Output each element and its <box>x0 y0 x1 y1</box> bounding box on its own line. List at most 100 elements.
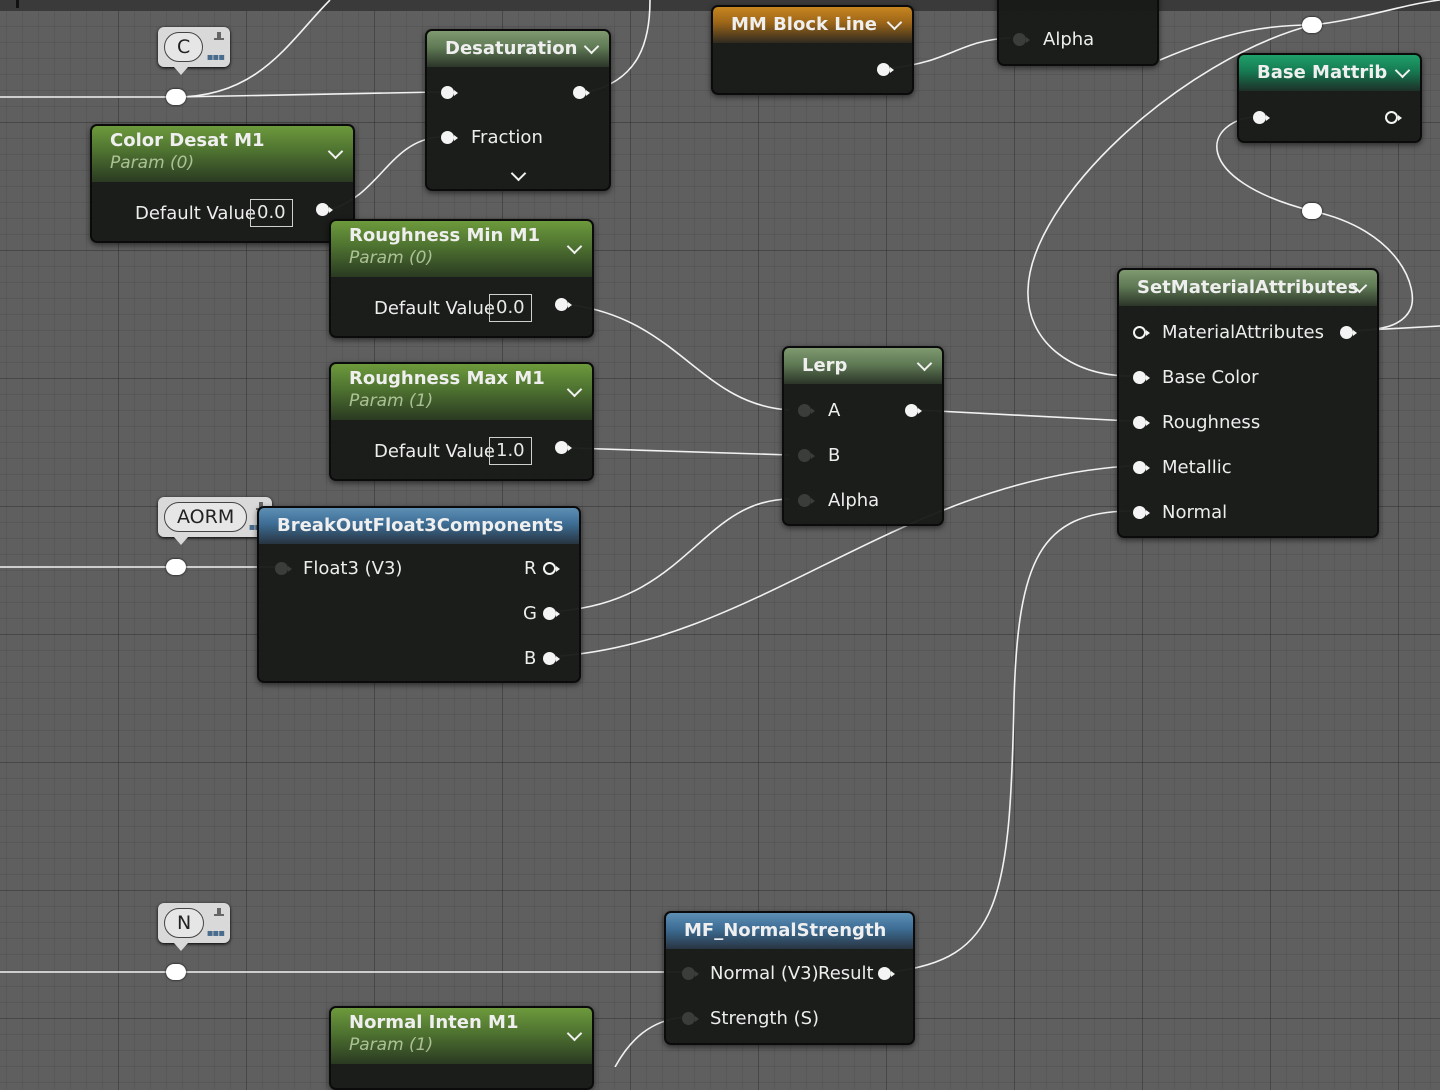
output-pin[interactable] <box>555 298 572 312</box>
alpha-pin[interactable] <box>1013 33 1030 47</box>
material-attributes-out-pin[interactable] <box>1340 326 1357 340</box>
material-attributes-in-pin[interactable] <box>1133 326 1150 340</box>
collapse-chevron-icon[interactable] <box>886 14 903 31</box>
node-color-desat-m1[interactable]: Color Desat M1 Param (0) Default Value 0… <box>90 124 355 243</box>
collapse-chevron-icon[interactable] <box>1394 62 1411 79</box>
pin-label-roughness: Roughness <box>1162 412 1261 433</box>
wire-c-desat <box>175 91 441 98</box>
node-header[interactable]: Lerp <box>784 348 942 384</box>
node-header[interactable]: SetMaterialAttributes <box>1119 270 1377 306</box>
node-roughness-min-m1[interactable]: Roughness Min M1 Param (0) Default Value… <box>329 219 594 338</box>
normal-pin[interactable] <box>1133 506 1150 520</box>
pin-label-alpha: Alpha <box>1043 29 1095 50</box>
pin-label-material-attributes: MaterialAttributes <box>1162 322 1324 343</box>
node-header[interactable]: MM Block Line <box>713 7 912 43</box>
node-header[interactable]: BreakOutFloat3Components <box>259 508 579 544</box>
reroute-knot-aorm[interactable] <box>166 559 186 575</box>
pin-label-metallic: Metallic <box>1162 457 1232 478</box>
output-pin[interactable] <box>877 63 894 77</box>
node-lerp[interactable]: Lerp A B Alpha <box>782 346 944 526</box>
node-base-mattrib[interactable]: Base Mattrib <box>1237 53 1422 143</box>
node-roughness-max-m1[interactable]: Roughness Max M1 Param (1) Default Value… <box>329 362 594 481</box>
node-title: Color Desat M1 <box>110 130 265 151</box>
node-desaturation[interactable]: Desaturation Fraction <box>425 29 611 191</box>
base-color-pin[interactable] <box>1133 371 1150 385</box>
input-pin[interactable] <box>1253 111 1270 125</box>
output-pin[interactable] <box>905 404 922 418</box>
pin-label-base-color: Base Color <box>1162 367 1259 388</box>
reroute-name: C <box>164 32 204 62</box>
default-value-label: Default Value <box>135 203 256 224</box>
collapse-chevron-icon[interactable] <box>583 38 600 55</box>
pin-a[interactable] <box>798 404 815 418</box>
reroute-name: N <box>164 908 205 938</box>
node-normal-inten-m1[interactable]: Normal Inten M1 Param (1) <box>329 1006 594 1090</box>
pin-label-a: A <box>828 400 841 421</box>
pin-label-normal: Normal <box>1162 502 1228 523</box>
default-value-field[interactable]: 0.0 <box>250 199 293 227</box>
expand-chevron-icon[interactable] <box>510 165 527 182</box>
metallic-pin[interactable] <box>1133 461 1150 475</box>
pin-label-r: R <box>524 558 537 579</box>
output-pin[interactable] <box>316 203 333 217</box>
reroute-name: AORM <box>164 502 248 532</box>
float3-input-pin[interactable] <box>275 562 292 576</box>
reroute-pointer <box>174 67 188 75</box>
fraction-pin[interactable] <box>441 131 458 145</box>
more-icon[interactable]: ▪▪▪ <box>206 52 225 63</box>
reroute-knot-top-right[interactable] <box>1302 17 1322 33</box>
wire-lerp-roughness <box>917 409 1131 422</box>
node-mf-normal-strength[interactable]: MF_NormalStrength Normal (V3) Result Str… <box>664 911 915 1045</box>
r-output-pin[interactable] <box>543 562 560 576</box>
node-header[interactable]: MF_NormalStrength <box>666 913 913 949</box>
node-header[interactable]: Normal Inten M1 Param (1) <box>331 1008 592 1064</box>
pin-label-strength: Strength (S) <box>710 1008 820 1029</box>
default-value-field[interactable]: 1.0 <box>489 437 532 465</box>
node-header[interactable]: Roughness Min M1 Param (0) <box>331 221 592 277</box>
node-title: Normal Inten M1 <box>349 1012 519 1033</box>
node-header[interactable]: Desaturation <box>427 31 609 67</box>
node-header[interactable]: Base Mattrib <box>1239 55 1420 91</box>
node-header[interactable]: Color Desat M1 Param (0) <box>92 126 353 182</box>
default-value-label: Default Value <box>374 298 495 319</box>
strength-input-pin[interactable] <box>682 1012 699 1026</box>
more-icon[interactable]: ▪▪▪ <box>206 928 225 939</box>
pin-alpha[interactable] <box>798 494 815 508</box>
default-value-field[interactable]: 0.0 <box>489 294 532 322</box>
pin-icon[interactable] <box>214 32 224 42</box>
reroute-knot-n[interactable] <box>166 964 186 980</box>
pin-b[interactable] <box>798 449 815 463</box>
reroute-pointer <box>174 537 188 545</box>
normal-input-pin[interactable] <box>682 967 699 981</box>
b-output-pin[interactable] <box>543 652 560 666</box>
node-title: Base Mattrib <box>1257 62 1388 83</box>
wire-roughmax-b <box>571 447 791 456</box>
pin-label-g: G <box>523 603 537 624</box>
output-pin[interactable] <box>555 441 572 455</box>
wire-roughmin-a <box>571 304 791 411</box>
result-output-pin[interactable] <box>878 967 895 981</box>
g-output-pin[interactable] <box>543 607 560 621</box>
reroute-knot-c[interactable] <box>166 89 186 105</box>
pin-label-float3: Float3 (V3) <box>303 558 403 579</box>
reroute-label-n[interactable]: N ▪▪▪ <box>158 903 230 951</box>
wire-result-normal <box>889 510 1131 973</box>
reroute-knot-base-mattrib[interactable] <box>1302 203 1322 219</box>
top-bar-marker <box>16 0 19 8</box>
node-subtitle: Param (1) <box>349 1035 434 1055</box>
reroute-pointer <box>174 943 188 951</box>
collapse-chevron-icon[interactable] <box>916 355 933 372</box>
node-break-out-float3-components[interactable]: BreakOutFloat3Components Float3 (V3) R G… <box>257 506 581 683</box>
roughness-pin[interactable] <box>1133 416 1150 430</box>
output-pin[interactable] <box>573 86 590 100</box>
node-mm-block-line[interactable]: MM Block Line <box>711 5 914 95</box>
output-pin[interactable] <box>1385 111 1402 125</box>
node-subtitle: Param (0) <box>349 248 434 268</box>
reroute-label-aorm[interactable]: AORM ▪▪▪ <box>158 497 272 545</box>
node-header[interactable]: Roughness Max M1 Param (1) <box>331 364 592 420</box>
pin-icon[interactable] <box>214 908 224 918</box>
reroute-label-c[interactable]: C ▪▪▪ <box>158 27 230 75</box>
input-pin[interactable] <box>441 86 458 100</box>
node-partial-alpha[interactable]: Alpha <box>997 0 1159 66</box>
node-set-material-attributes[interactable]: SetMaterialAttributes MaterialAttributes… <box>1117 268 1379 538</box>
